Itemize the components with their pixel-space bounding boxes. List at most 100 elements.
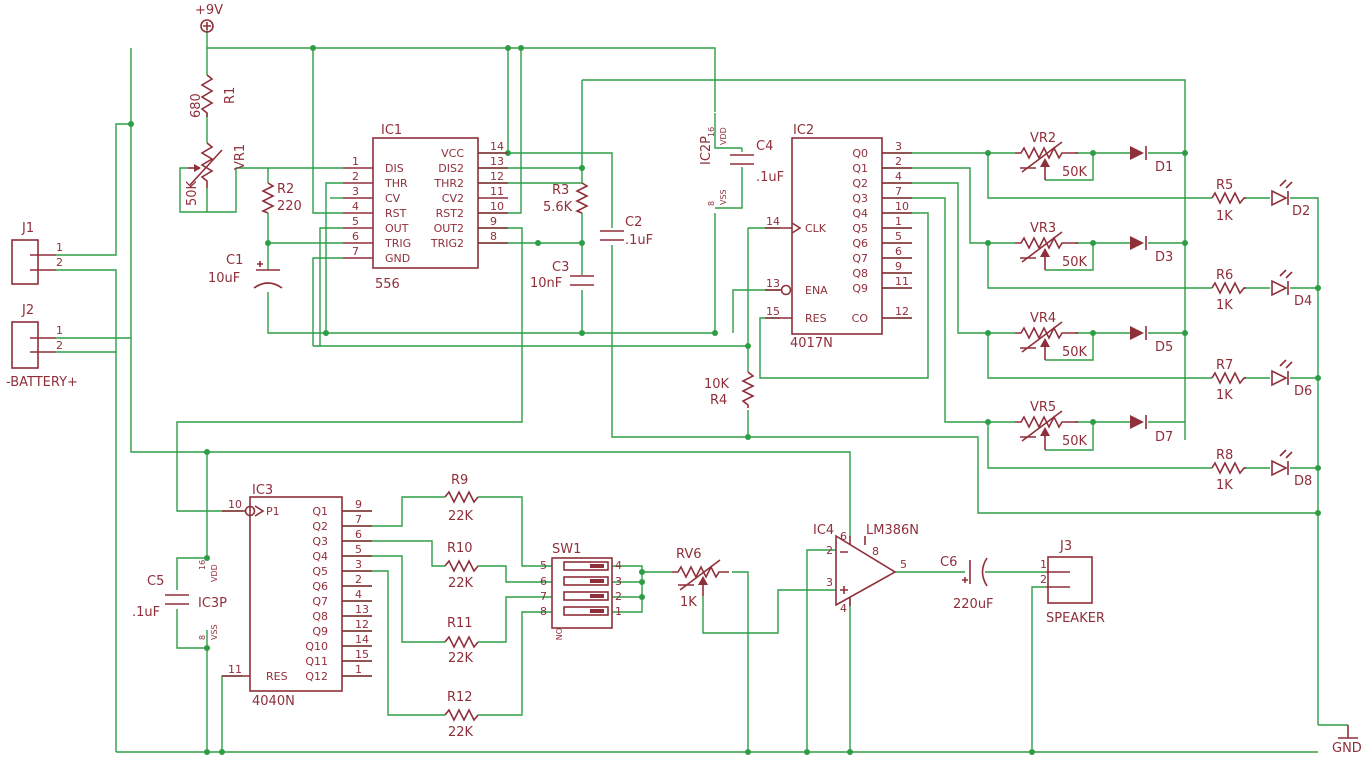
svg-text:5.6K: 5.6K xyxy=(543,200,573,215)
supply-symbol: +9V xyxy=(195,3,223,33)
junctions xyxy=(128,45,1321,755)
pin-number: 8 xyxy=(490,230,497,243)
svg-text:1K: 1K xyxy=(1216,298,1233,313)
svg-text:50K: 50K xyxy=(1062,345,1088,360)
pin-number: 1 xyxy=(355,663,362,676)
ic4-lm386n: IC4 LM386N 2 3 5 6 8 4 xyxy=(813,523,919,615)
pin-name: RES xyxy=(266,670,288,683)
svg-text:22K: 22K xyxy=(448,725,474,740)
svg-text:4: 4 xyxy=(840,602,847,615)
pin-name: Q4 xyxy=(852,207,868,220)
svg-text:IC2P: IC2P xyxy=(699,136,714,165)
pin-name: TRIG xyxy=(384,237,411,250)
svg-text:C1: C1 xyxy=(226,253,243,268)
svg-text:220uF: 220uF xyxy=(953,597,994,612)
pin-number: 14 xyxy=(490,140,504,153)
diode-d1: D1 xyxy=(1130,146,1173,175)
switch-sw1: SW1 ON 5 6 7 8 4 3 2 1 xyxy=(540,542,622,640)
pin-number: 9 xyxy=(355,498,362,511)
resistor-r2: R2 220 xyxy=(261,182,302,214)
pin-name: Q9 xyxy=(312,625,328,638)
led-d2: D2 xyxy=(1271,179,1310,219)
svg-text:D7: D7 xyxy=(1155,430,1173,445)
pin-name: Q5 xyxy=(852,222,868,235)
svg-text:ON: ON xyxy=(554,628,563,640)
svg-text:4017N: 4017N xyxy=(790,336,833,351)
pin-name: TRIG2 xyxy=(430,237,464,250)
svg-text:VSS: VSS xyxy=(210,624,219,640)
led-d8: D8 xyxy=(1271,449,1312,489)
svg-text:C3: C3 xyxy=(552,260,569,275)
svg-text:GND: GND xyxy=(1332,741,1362,756)
pin-number: 11 xyxy=(228,663,242,676)
pin-number: 9 xyxy=(490,215,497,228)
pin-number: 4 xyxy=(352,200,359,213)
svg-text:IC3P: IC3P xyxy=(198,596,227,611)
svg-text:5: 5 xyxy=(900,558,907,571)
pot-rv6: RV6 1K xyxy=(672,547,729,610)
svg-text:D8: D8 xyxy=(1294,474,1312,489)
pin-name: OUT xyxy=(385,222,409,235)
svg-text:D3: D3 xyxy=(1155,250,1173,265)
svg-text:2: 2 xyxy=(1040,573,1047,586)
pin-number: 6 xyxy=(355,528,362,541)
pin-name: Q2 xyxy=(312,520,328,533)
pin-number: 2 xyxy=(355,573,362,586)
svg-text:VSS: VSS xyxy=(719,189,728,205)
resistor-r3: R3 5.6K xyxy=(543,182,589,215)
svg-text:VR3: VR3 xyxy=(1030,221,1056,236)
pin-name: Q3 xyxy=(852,192,868,205)
svg-text:D5: D5 xyxy=(1155,340,1173,355)
svg-text:VDD: VDD xyxy=(719,127,728,145)
resistor-r12: R12 22K xyxy=(444,690,479,740)
svg-text:1K: 1K xyxy=(1216,478,1233,493)
pin-number: 14 xyxy=(355,633,369,646)
pin-name: Q6 xyxy=(312,580,328,593)
svg-text:R3: R3 xyxy=(552,183,569,198)
svg-text:R10: R10 xyxy=(447,541,473,556)
pin-name: RES xyxy=(805,312,827,325)
pin-number: 10 xyxy=(490,200,504,213)
svg-text:10nF: 10nF xyxy=(530,276,562,291)
svg-text:1: 1 xyxy=(615,605,622,618)
led-d6: D6 xyxy=(1271,359,1312,399)
svg-text:.1uF: .1uF xyxy=(756,170,784,185)
battery-label: -BATTERY+ xyxy=(6,375,78,390)
svg-text:C4: C4 xyxy=(756,139,773,154)
svg-text:VR2: VR2 xyxy=(1030,131,1056,146)
svg-text:IC3: IC3 xyxy=(252,483,273,498)
pin-number: 11 xyxy=(490,185,504,198)
svg-text:.1uF: .1uF xyxy=(625,233,653,248)
capacitor-c3: C3 10nF xyxy=(530,260,594,291)
svg-text:J3: J3 xyxy=(1059,539,1072,554)
pin-name: Q9 xyxy=(852,282,868,295)
diode-d5: D5 xyxy=(1130,326,1173,355)
pin-number: 12 xyxy=(355,618,369,631)
svg-text:D6: D6 xyxy=(1294,384,1312,399)
pin-number: 10 xyxy=(228,498,242,511)
svg-text:6: 6 xyxy=(840,530,847,543)
svg-text:10uF: 10uF xyxy=(208,271,240,286)
resistor-r6: R6 1K xyxy=(1211,268,1246,313)
svg-text:16: 16 xyxy=(198,560,207,570)
svg-text:VR1: VR1 xyxy=(233,144,248,170)
svg-text:2: 2 xyxy=(56,339,63,352)
svg-text:C5: C5 xyxy=(147,574,164,589)
pin-number: 1 xyxy=(895,215,902,228)
resistor-r10: R10 22K xyxy=(444,541,479,591)
svg-text:50K: 50K xyxy=(185,180,200,206)
pin-number: 1 xyxy=(352,155,359,168)
pin-name: OUT2 xyxy=(434,222,464,235)
svg-text:8: 8 xyxy=(707,201,716,206)
svg-text:J2: J2 xyxy=(21,303,34,318)
ic3-power: IC3P 16 VDD 8 VSS xyxy=(198,560,227,640)
pin-number: 13 xyxy=(766,277,780,290)
led-d4: D4 xyxy=(1271,269,1312,309)
speaker-label: SPEAKER xyxy=(1046,611,1105,626)
pin-number: 7 xyxy=(352,245,359,258)
pot-vr3: VR3 50K xyxy=(1015,221,1088,270)
svg-text:IC1: IC1 xyxy=(381,123,402,138)
pin-name: ENA xyxy=(805,284,828,297)
